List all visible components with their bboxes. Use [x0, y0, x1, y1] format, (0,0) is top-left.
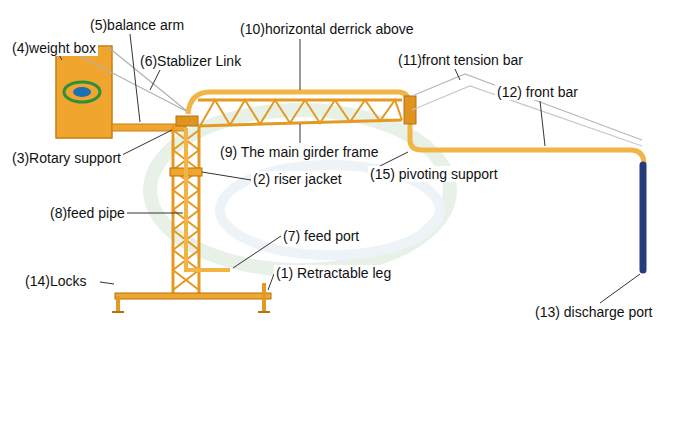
part-label: (5)balance arm — [88, 17, 186, 33]
front-tension-bar — [412, 74, 642, 140]
rotary-support — [176, 116, 198, 126]
weight-box — [56, 46, 112, 138]
derrick-pipe — [188, 92, 644, 164]
part-label: (12) front bar — [495, 84, 580, 100]
part-label: (13) discharge port — [533, 304, 655, 320]
retractable-leg — [258, 311, 270, 313]
logo-mark — [73, 87, 91, 97]
part-label: (9) The main girder frame — [218, 144, 380, 160]
logo-mark — [64, 82, 100, 102]
part-label: (6)Stablizer Link — [138, 53, 243, 69]
part-label: (4)weight box — [10, 40, 98, 56]
retractable-leg — [262, 283, 266, 312]
discharge-hose — [640, 165, 647, 270]
part-label: (2) riser jacket — [251, 171, 344, 187]
part-label: (1) Retractable leg — [274, 265, 393, 281]
lock-foot — [116, 296, 120, 312]
pivoting-support — [404, 96, 416, 124]
feed-port — [186, 262, 230, 270]
part-label: (10)horizontal derrick above — [238, 21, 416, 37]
leader-lines — [56, 34, 640, 303]
part-label: (8)feed pipe — [48, 205, 127, 221]
part-label: (14)Locks — [23, 273, 88, 289]
part-label: (15) pivoting support — [368, 166, 500, 182]
part-label: (11)front tension bar — [396, 52, 525, 68]
girder-lattice — [198, 100, 402, 126]
part-label: (7) feed port — [281, 228, 361, 244]
part-label: (3)Rotary support — [10, 150, 123, 166]
lock-foot — [112, 311, 124, 313]
base-beam — [115, 293, 271, 299]
balance-arm — [112, 124, 186, 131]
feed-pipe — [184, 128, 188, 262]
